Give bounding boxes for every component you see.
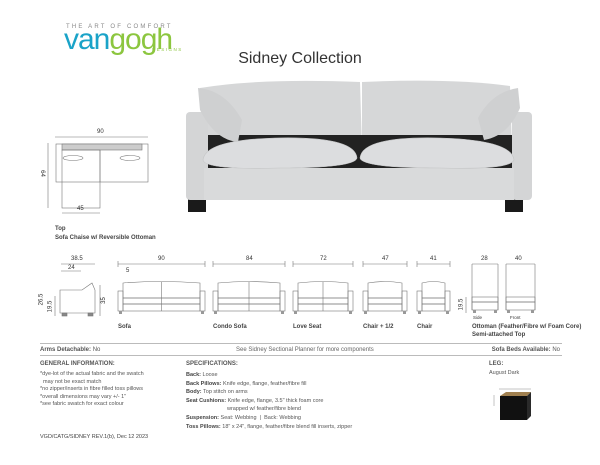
dim-chair: 41 (430, 256, 437, 262)
spec-item: Back Pillows: Knife edge, flange, feathe… (186, 380, 307, 387)
seat-depth-dim: 24 (68, 265, 75, 271)
top-width-dim: 90 (97, 129, 104, 135)
leg (281, 311, 284, 314)
back-cushion (421, 281, 446, 299)
general-heading: GENERAL INFORMATION: (40, 361, 115, 367)
ottoman-caption-1: Ottoman (Feather/Fibre w/ Foam Core) (472, 324, 582, 330)
sofa-render (186, 80, 532, 212)
leg-heading: LEG: (489, 361, 504, 367)
ottoman-caption-2: Semi-attached Top (472, 332, 526, 338)
general-line: *see fabric swatch for exact colour (40, 401, 124, 407)
top-view-caption: Sofa Chaise w/ Reversible Ottoman (55, 235, 156, 241)
footer-revision: VGD/CATG/SIDNEY REV.1(b), Dec 12 2023 (40, 434, 149, 440)
ottoman-front-label: Front (510, 315, 521, 320)
ottoman-leg (531, 310, 534, 313)
arm-width-dim: 5 (126, 268, 130, 274)
leg (119, 311, 122, 314)
brand-tagline: THE ART OF COMFORT (66, 24, 173, 30)
back-cushion (217, 281, 281, 299)
label-condo: Condo Sofa (213, 324, 247, 330)
dim-ottoman-side: 28 (481, 256, 488, 262)
dim-chair-half: 47 (382, 256, 389, 262)
ottoman-leg (473, 310, 476, 313)
spec-item: Back: Loose (186, 372, 218, 378)
base (122, 303, 201, 312)
back-cushion (122, 281, 201, 299)
dim-loveseat: 72 (320, 256, 327, 262)
label-chair-half: Chair + 1/2 (363, 324, 394, 330)
logo-van: van (64, 23, 110, 56)
leg (214, 311, 217, 314)
general-line: *no zipper/inserts in fibre filled toss … (40, 386, 144, 392)
beds-label: Sofa Beds Available: (491, 347, 551, 353)
ottoman-body (505, 301, 536, 311)
general-line: *dye-lot of the actual fabric and the sw… (40, 371, 144, 377)
sectional-note: See Sidney Sectional Planner for more co… (236, 347, 374, 353)
spec-item: Body: Top stitch on arms (186, 389, 248, 396)
base (217, 303, 281, 312)
base (367, 303, 403, 312)
leg (403, 311, 406, 314)
leg (294, 311, 297, 314)
brand-subtitle: DESIGNS (152, 47, 183, 52)
arms-label: Arms Detachable: (40, 347, 92, 353)
sofa-beds: Sofa Beds Available: No (492, 347, 560, 354)
leg-value: August Dark (489, 370, 520, 376)
logo-gogh: gogh (109, 23, 173, 56)
leg (201, 311, 204, 314)
back-cushion (297, 281, 349, 299)
ottoman-leg (507, 310, 510, 313)
dim-sofa: 90 (158, 256, 165, 262)
leg (349, 311, 352, 314)
spec-item: Toss Pillows: 18" x 24", flange, feather… (186, 423, 353, 430)
back-cushion (367, 281, 403, 299)
spec-item: wrapped w/ feather/fibre blend (227, 406, 301, 413)
side-depth-dim: 38.5 (71, 256, 83, 262)
leg (364, 311, 367, 314)
label-chair: Chair (417, 324, 433, 330)
chaise-width-dim: 45 (77, 206, 84, 212)
ottoman-leg (494, 310, 497, 313)
leg (446, 311, 449, 314)
spec-item: Suspension: Seat: Webbing | Back: Webbin… (186, 414, 301, 421)
arms-value: No (92, 347, 101, 353)
spec-item: Seat Cushions: Knife edge, flange, 3.5" … (186, 397, 324, 404)
beds-value: No (552, 347, 560, 353)
specs-heading: SPECIFICATIONS: (186, 361, 238, 367)
label-sofa: Sofa (118, 324, 132, 330)
page-title: Sidney Collection (238, 50, 362, 67)
brand-logo: vangogh (64, 23, 173, 56)
general-line: may not be exact match (40, 378, 102, 385)
leg (418, 311, 421, 314)
ottoman-side-label: Side (473, 315, 483, 320)
base (421, 303, 446, 312)
arms-detachable: Arms Detachable: No (40, 347, 100, 354)
base (297, 303, 349, 312)
dim-ottoman-front: 40 (515, 256, 522, 262)
divider-bottom (40, 355, 562, 356)
general-line: *overall dimensions may vary +/- 1" (40, 393, 127, 400)
divider-top (40, 343, 562, 344)
label-loveseat: Love Seat (293, 324, 322, 330)
dim-condo: 84 (246, 256, 253, 262)
top-view-label: Top (55, 226, 66, 232)
ottoman-body (471, 301, 499, 311)
general-list: *dye-lot of the actual fabric and the sw… (40, 371, 144, 409)
